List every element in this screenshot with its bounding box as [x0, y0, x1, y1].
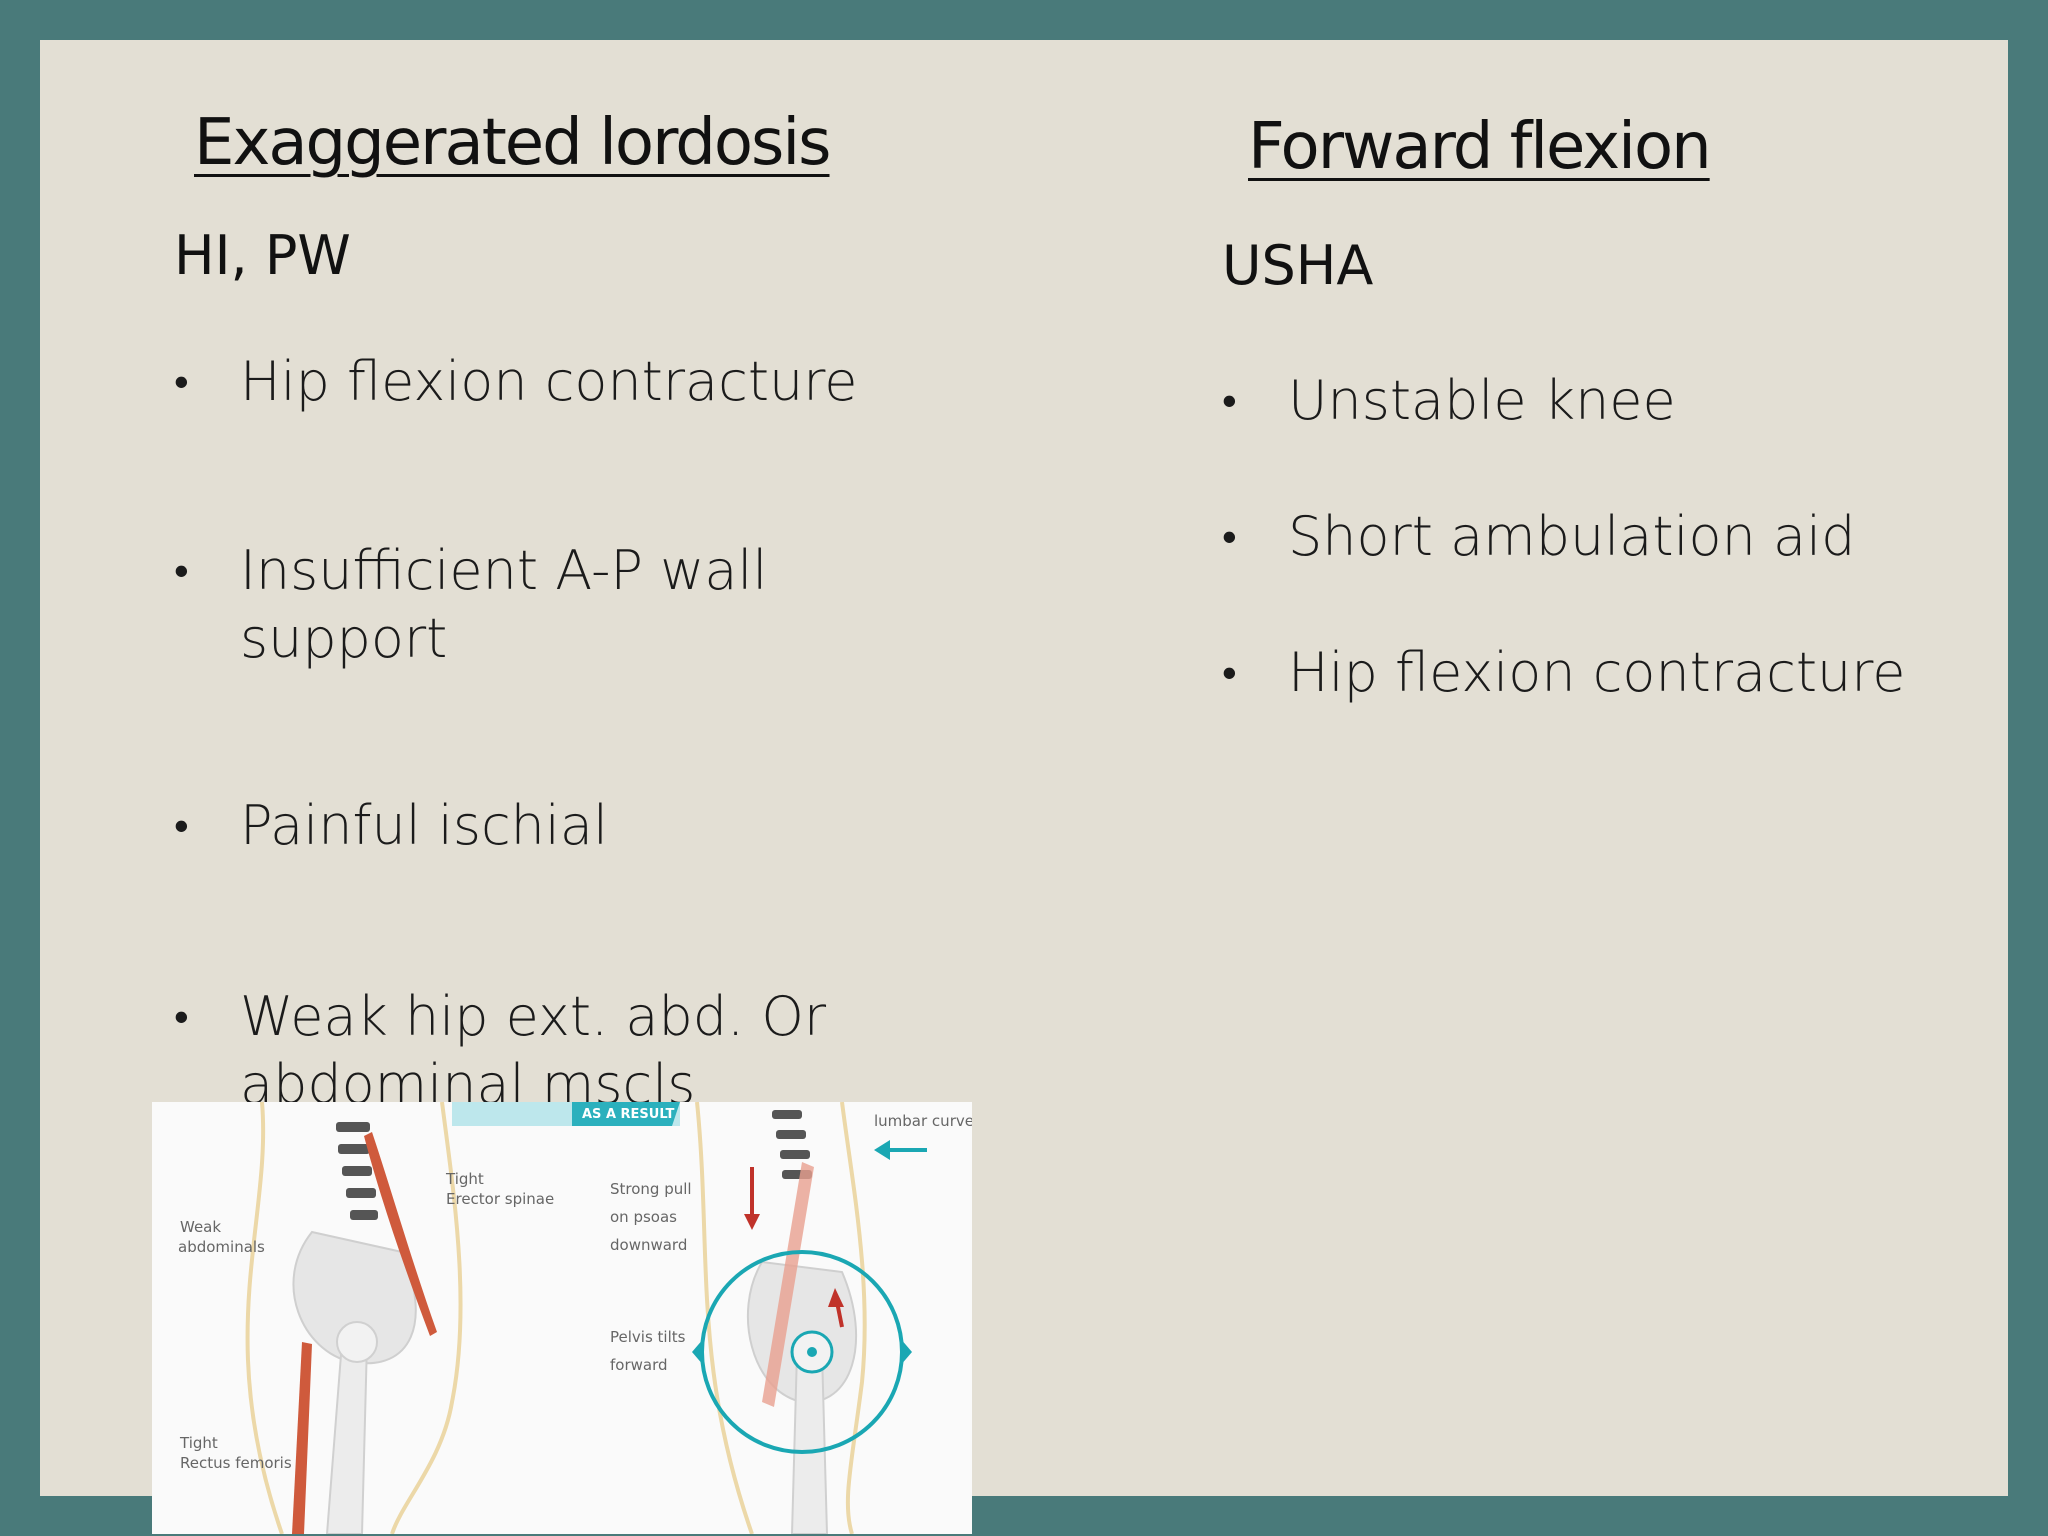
anatomy-svg: Weak abdominals Tight Erector spinae Tig…: [178, 1102, 972, 1534]
erector-spinae-muscle: [364, 1132, 437, 1336]
left-bullet-1: Hip flexion contracture: [174, 348, 857, 416]
rotation-arrowhead-right: [900, 1338, 912, 1366]
psoas-muscle: [762, 1162, 814, 1407]
left-subheading: HI, PW: [174, 224, 351, 287]
femur-left: [325, 1341, 369, 1534]
label-forward: forward: [610, 1356, 668, 1374]
body-outline-left-back: [390, 1102, 463, 1534]
right-bullet-1: Unstable knee: [1222, 367, 1676, 435]
label-abdominals: abdominals: [178, 1238, 265, 1256]
tilt-arrowhead: [828, 1288, 844, 1307]
label-weak: Weak: [180, 1218, 221, 1236]
rectus-femoris-muscle: [292, 1342, 312, 1534]
right-subheading: USHA: [1222, 234, 1374, 297]
lordosis-illustration: Weak abdominals Tight Erector spinae Tig…: [152, 1102, 972, 1534]
banner-text: AS A RESULT: [582, 1107, 674, 1122]
left-bullet-3: Painful ischial: [174, 792, 608, 860]
left-heading: Exaggerated lordosis: [194, 106, 831, 180]
label-pelvis-tilts: Pelvis tilts: [610, 1328, 686, 1346]
right-bullet-3: Hip flexion contracture: [1222, 639, 1905, 707]
body-outline-left: [245, 1102, 284, 1534]
right-heading: Forward flexion: [1248, 110, 1712, 184]
result-banner-dark: [572, 1102, 680, 1126]
label-tight-2: Tight: [179, 1434, 218, 1452]
pivot-dot: [807, 1347, 817, 1357]
label-on-psoas: on psoas: [610, 1208, 677, 1226]
body-outline-right-back: [840, 1102, 867, 1534]
label-downward: downward: [610, 1236, 687, 1254]
body-outline-right: [695, 1102, 754, 1534]
label-tight-1: Tight: [445, 1170, 484, 1188]
femoral-head-left: [336, 1321, 378, 1363]
right-bullet-2: Short ambulation aid: [1222, 503, 1855, 571]
femur-right: [790, 1351, 829, 1534]
left-bullet-2: Insufficient A-P wall support: [174, 537, 767, 673]
label-lumbar: lumbar curve: [874, 1112, 972, 1130]
spine-left: [336, 1122, 378, 1220]
spine-right: [772, 1110, 812, 1179]
lumbar-arrowhead: [874, 1140, 890, 1160]
downward-pull-arrowhead: [744, 1214, 760, 1230]
label-erector: Erector spinae: [446, 1190, 554, 1208]
left-bullet-4: Weak hip ext. abd. Or abdominal mscls: [174, 983, 826, 1119]
label-rectus: Rectus femoris: [180, 1454, 292, 1472]
rotation-arrowhead-left: [692, 1338, 704, 1366]
label-strong-pull: Strong pull: [610, 1180, 692, 1198]
